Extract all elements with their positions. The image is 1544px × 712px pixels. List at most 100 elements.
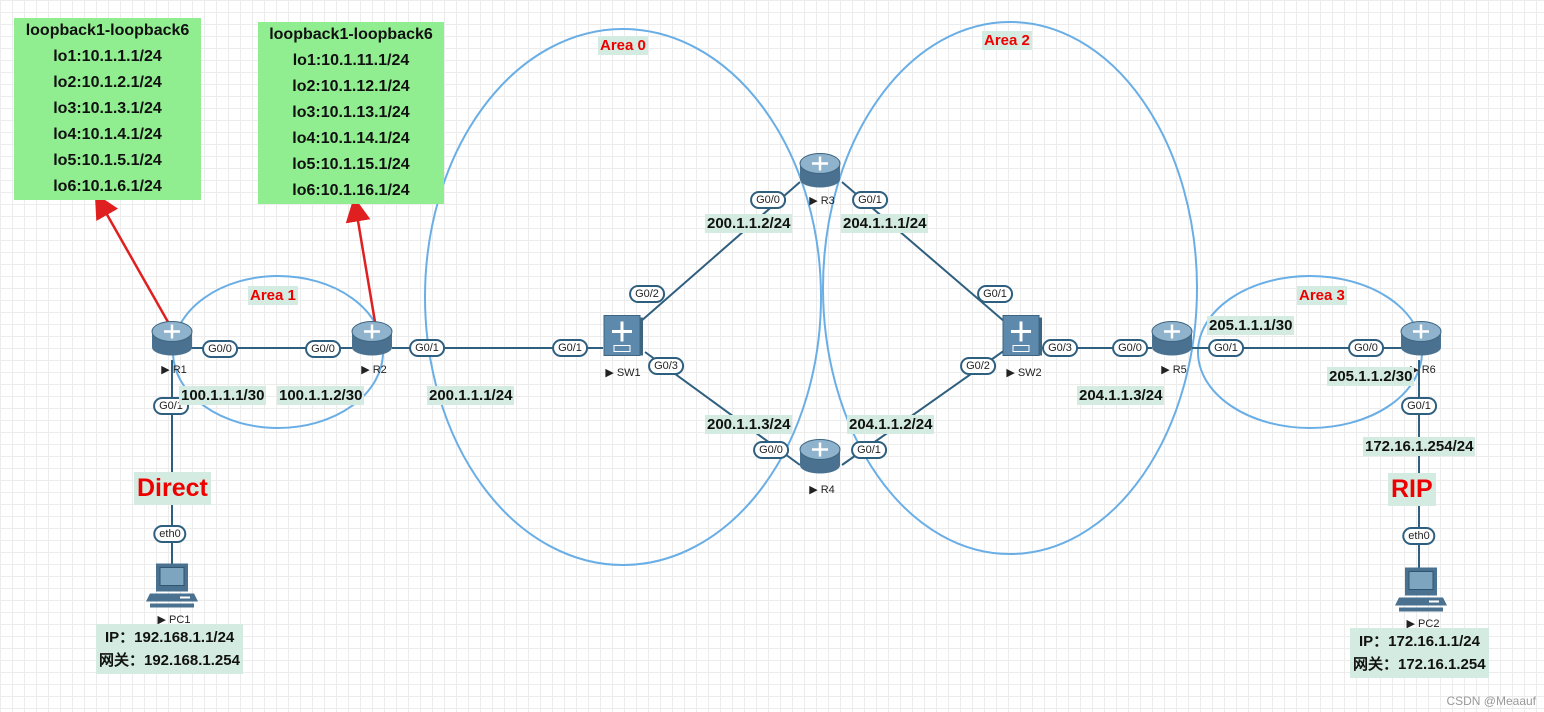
device-name: R4: [820, 484, 835, 496]
port-r6-g01: G0/1: [1401, 397, 1437, 415]
port-sw1-g01: G0/1: [552, 339, 588, 357]
port-sw1-g03: G0/3: [648, 357, 684, 375]
arrow-r2-loopbacks: [345, 196, 377, 323]
router-icon: [799, 439, 841, 474]
port-r3-g01: G0/1: [852, 191, 888, 209]
loopback-title: loopback1-loopback6: [269, 26, 433, 43]
area3-label: Area 3: [1297, 286, 1347, 305]
r2-loopback-box: loopback1-loopback6 lo1:10.1.11.1/24 lo2…: [258, 22, 444, 204]
loopback-item: lo3:10.1.13.1/24: [292, 104, 410, 121]
ip-r3-g01: 204.1.1.1/24: [841, 214, 929, 233]
device-name: SW1: [616, 367, 641, 379]
area0-ellipse: [424, 28, 822, 566]
watermark: CSDN @Meaauf: [1446, 694, 1536, 708]
arrow-r1-loopbacks: [94, 193, 170, 323]
router-r3[interactable]: [798, 150, 842, 195]
device-name: R2: [372, 364, 387, 376]
pc-icon: [146, 563, 198, 608]
device-label-r1: ▶ R1: [161, 364, 187, 376]
r1-loopback-box: loopback1-loopback6 lo1:10.1.1.1/24 lo2:…: [14, 18, 201, 200]
router-icon: [351, 321, 393, 356]
loopback-item: lo4:10.1.4.1/24: [53, 126, 162, 143]
loopback-item: lo2:10.1.2.1/24: [53, 74, 162, 91]
port-pc2-eth0: eth0: [1402, 527, 1436, 545]
ip-r4-g00: 200.1.1.3/24: [705, 415, 793, 434]
device-name: R3: [820, 195, 835, 207]
switch-sw1[interactable]: [602, 314, 644, 363]
pc2-ip: IP：172.16.1.1/24: [1359, 633, 1480, 650]
pc1-info: IP：192.168.1.1/24 网关：192.168.1.254: [96, 624, 243, 674]
device-label-r6: ▶ R6: [1410, 364, 1436, 376]
pc2-gateway: 网关：172.16.1.254: [1353, 656, 1486, 673]
ip-r4-g01: 204.1.1.2/24: [847, 415, 935, 434]
port-sw2-g01: G0/1: [977, 285, 1013, 303]
switch-sw2[interactable]: [1001, 314, 1043, 363]
pc1-ip: IP：192.168.1.1/24: [105, 629, 235, 646]
area2-label: Area 2: [982, 31, 1032, 50]
loopback-item: lo1:10.1.1.1/24: [53, 48, 162, 65]
loopback-item: lo6:10.1.6.1/24: [53, 178, 162, 195]
switch-icon: [1002, 315, 1042, 356]
device-label-pc1: ▶ PC1: [157, 614, 191, 626]
rip-label: RIP: [1388, 473, 1436, 506]
device-label-r5: ▶ R5: [1161, 364, 1187, 376]
loopback-item: lo5:10.1.5.1/24: [53, 152, 162, 169]
area0-label: Area 0: [598, 36, 648, 55]
device-label-sw2: ▶ SW2: [1006, 367, 1042, 379]
port-r4-g00: G0/0: [753, 441, 789, 459]
router-r6[interactable]: [1399, 318, 1443, 363]
loopback-item: lo3:10.1.3.1/24: [53, 100, 162, 117]
loopback-item: lo2:10.1.12.1/24: [292, 78, 410, 95]
router-r1[interactable]: [150, 318, 194, 363]
switch-icon: [603, 315, 643, 356]
port-r2-g00: G0/0: [305, 340, 341, 358]
device-name: R1: [172, 364, 187, 376]
loopback-item: lo6:10.1.16.1/24: [292, 182, 410, 199]
ip-r6-g01: 172.16.1.254/24: [1363, 437, 1476, 456]
port-r1-g00: G0/0: [202, 340, 238, 358]
device-name: SW2: [1017, 367, 1042, 379]
port-r5-g01: G0/1: [1208, 339, 1244, 357]
ip-r2-g00: 100.1.1.2/30: [277, 386, 365, 405]
ip-r5-g01: 205.1.1.1/30: [1207, 316, 1295, 335]
router-icon: [1151, 321, 1193, 356]
router-r4[interactable]: [798, 436, 842, 481]
area1-label: Area 1: [248, 286, 298, 305]
router-r2[interactable]: [350, 318, 394, 363]
port-r2-g01: G0/1: [409, 339, 445, 357]
port-r5-g00: G0/0: [1112, 339, 1148, 357]
loopback-title: loopback1-loopback6: [25, 22, 190, 39]
device-label-r3: ▶ R3: [809, 195, 835, 207]
pc1-gateway: 网关：192.168.1.254: [99, 652, 240, 669]
router-r5[interactable]: [1150, 318, 1194, 363]
device-label-sw1: ▶ SW1: [605, 367, 641, 379]
pc-pc1[interactable]: [146, 562, 198, 615]
ip-r2-g01: 200.1.1.1/24: [427, 386, 515, 405]
ip-r6-g00: 205.1.1.2/30: [1327, 367, 1415, 386]
pc-pc2[interactable]: [1395, 566, 1447, 619]
device-label-r4: ▶ R4: [809, 484, 835, 496]
ip-r1-g00: 100.1.1.1/30: [179, 386, 267, 405]
port-r4-g01: G0/1: [851, 441, 887, 459]
pc-icon: [1395, 567, 1447, 612]
device-name: R6: [1421, 364, 1436, 376]
device-label-pc2: ▶ PC2: [1406, 618, 1440, 630]
ip-r3-g00: 200.1.1.2/24: [705, 214, 793, 233]
port-pc1-eth0: eth0: [153, 525, 187, 543]
device-label-r2: ▶ R2: [361, 364, 387, 376]
loopback-item: lo5:10.1.15.1/24: [292, 156, 410, 173]
loopback-item: lo1:10.1.11.1/24: [292, 52, 410, 69]
port-sw2-g02: G0/2: [960, 357, 996, 375]
loopback-item: lo4:10.1.14.1/24: [292, 130, 410, 147]
port-r6-g00: G0/0: [1348, 339, 1384, 357]
ip-r5-g00: 204.1.1.3/24: [1077, 386, 1165, 405]
router-icon: [151, 321, 193, 356]
port-sw2-g03: G0/3: [1042, 339, 1078, 357]
device-name: R5: [1172, 364, 1187, 376]
port-sw1-g02: G0/2: [629, 285, 665, 303]
device-name: PC1: [169, 614, 191, 626]
direct-label: Direct: [134, 472, 211, 505]
router-icon: [799, 153, 841, 188]
device-name: PC2: [1418, 618, 1440, 630]
router-icon: [1400, 321, 1442, 356]
